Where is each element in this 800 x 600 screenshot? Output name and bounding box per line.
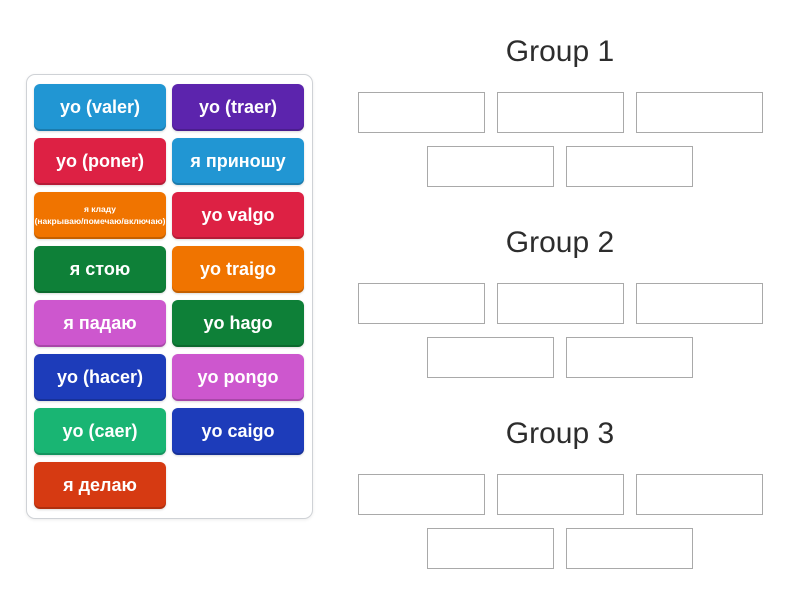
group-3-section: Group 3 (350, 412, 770, 569)
word-tile[interactable]: yo (hacer) (34, 354, 166, 401)
word-tile[interactable]: yo (traer) (172, 84, 304, 131)
group-1-section: Group 1 (350, 30, 770, 187)
word-tile[interactable]: я падаю (34, 300, 166, 347)
word-tile-line: (накрываю/помечаю/включаю) (34, 215, 166, 226)
word-tile[interactable]: yo (valer) (34, 84, 166, 131)
drop-slot[interactable] (357, 474, 485, 515)
drop-slot[interactable] (635, 283, 763, 324)
drop-slot[interactable] (635, 474, 763, 515)
drop-slot[interactable] (357, 283, 485, 324)
word-tile-line: я кладу (83, 204, 117, 215)
group-1-title: Group 1 (505, 35, 615, 68)
word-bank-panel: yo (valer) yo (traer) yo (poner) я прино… (26, 74, 313, 519)
group-2-title: Group 2 (505, 226, 615, 259)
word-tile[interactable]: yo traigo (172, 246, 304, 293)
drop-slot[interactable] (496, 92, 624, 133)
group-2-section: Group 2 (350, 221, 770, 378)
drop-slot[interactable] (357, 92, 485, 133)
groups-area: Group 1 Group 2 Group 3 (350, 30, 770, 569)
group-1-slots (350, 92, 770, 187)
word-tile[interactable]: yo valgo (172, 192, 304, 239)
word-tile[interactable]: я стою (34, 246, 166, 293)
drop-slot[interactable] (496, 474, 624, 515)
drop-slot[interactable] (427, 528, 554, 569)
word-tile[interactable]: yo pongo (172, 354, 304, 401)
drop-slot[interactable] (496, 283, 624, 324)
word-tile[interactable]: yo caigo (172, 408, 304, 455)
word-tile[interactable]: я кладу (накрываю/помечаю/включаю) (34, 192, 166, 239)
group-2-slots (350, 283, 770, 378)
word-tile[interactable]: yo hago (172, 300, 304, 347)
drop-slot[interactable] (635, 92, 763, 133)
group-3-slots (350, 474, 770, 569)
drop-slot[interactable] (427, 337, 554, 378)
drop-slot[interactable] (566, 146, 693, 187)
group-3-title: Group 3 (505, 417, 615, 450)
word-tile[interactable]: yo (poner) (34, 138, 166, 185)
word-tile[interactable]: я приношу (172, 138, 304, 185)
word-tile[interactable]: я делаю (34, 462, 166, 509)
word-tile[interactable]: yo (caer) (34, 408, 166, 455)
drop-slot[interactable] (566, 528, 693, 569)
drop-slot[interactable] (566, 337, 693, 378)
drop-slot[interactable] (427, 146, 554, 187)
